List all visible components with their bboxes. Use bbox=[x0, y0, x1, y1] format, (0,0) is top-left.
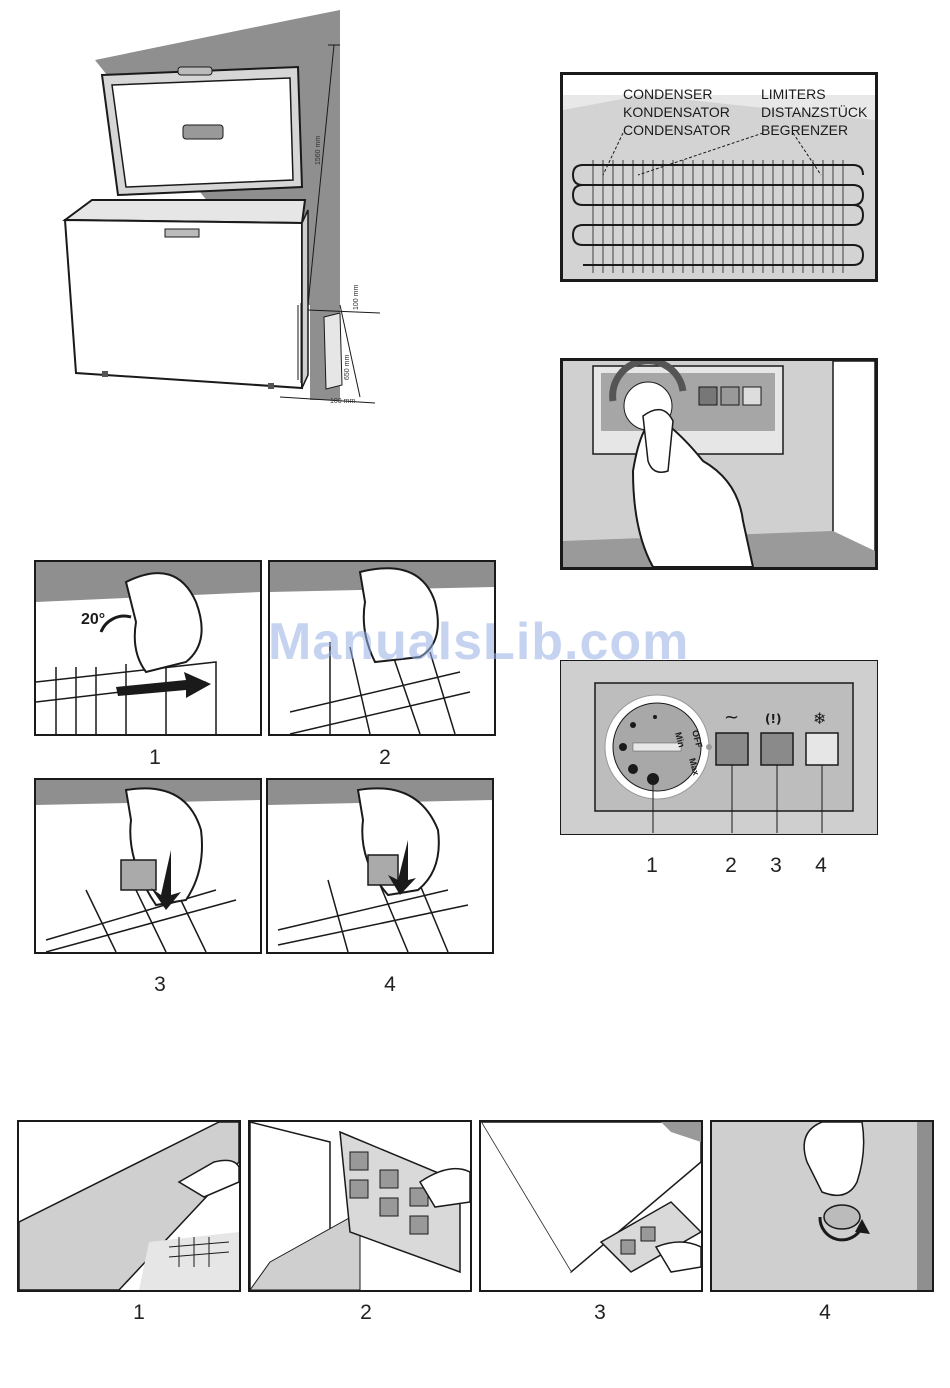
limiters-label-2: DISTANZSTÜCK bbox=[761, 103, 868, 120]
condenser-panel: CONDENSER KONDENSATOR CONDENSATOR LIMITE… bbox=[560, 72, 878, 282]
dim-top-gap: 100 mm bbox=[353, 285, 360, 310]
dim-height: 1560 mm bbox=[315, 136, 322, 165]
basket-step-3-panel bbox=[34, 778, 262, 954]
alarm-light bbox=[761, 733, 793, 765]
power-symbol: ~ bbox=[724, 707, 739, 728]
control-panel: Min OFF Max ~ (!) ❄ bbox=[560, 660, 878, 835]
control-number-2: 2 bbox=[711, 854, 751, 878]
angle-label: 20° bbox=[81, 611, 105, 628]
bottom-step-number-3: 3 bbox=[580, 1301, 620, 1325]
basket-step-number-4: 4 bbox=[370, 973, 410, 997]
basket-step-1-panel: 20° bbox=[34, 560, 262, 736]
freezer-figure: 1560 mm 100 mm 650 mm 100 mm bbox=[40, 5, 400, 415]
basket-step-number-3: 3 bbox=[140, 973, 180, 997]
control-number-4: 4 bbox=[801, 854, 841, 878]
bottom-step-1-panel bbox=[17, 1120, 241, 1292]
condenser-label-2: KONDENSATOR bbox=[623, 104, 730, 120]
dial-hand-panel bbox=[560, 358, 878, 570]
limiters-label-1: LIMITERS bbox=[761, 86, 826, 102]
condenser-illustration: CONDENSER KONDENSATOR CONDENSATOR LIMITE… bbox=[563, 75, 875, 279]
basket-step-number-2: 2 bbox=[365, 746, 405, 770]
basket-step-number-1: 1 bbox=[135, 746, 175, 770]
snowflake-icon: ❄ bbox=[813, 709, 826, 728]
dim-bottom: 100 mm bbox=[330, 398, 355, 405]
limiters-label-3: BEGRENZER bbox=[761, 122, 848, 138]
fast-freeze-button[interactable] bbox=[806, 733, 838, 765]
dial-hand-illustration bbox=[563, 361, 875, 567]
dim-side: 650 mm bbox=[344, 355, 351, 380]
basket-step-4-panel bbox=[266, 778, 494, 954]
bottom-step-number-4: 4 bbox=[805, 1301, 845, 1325]
bottom-step-2-panel bbox=[248, 1120, 472, 1292]
power-light bbox=[716, 733, 748, 765]
condenser-label-1: CONDENSER bbox=[623, 86, 712, 102]
alarm-symbol: (!) bbox=[765, 712, 781, 726]
watermark: ManualsLib.com bbox=[268, 612, 689, 672]
control-number-3: 3 bbox=[756, 854, 796, 878]
bottom-step-number-1: 1 bbox=[119, 1301, 159, 1325]
bottom-step-4-panel bbox=[710, 1120, 934, 1292]
bottom-step-3-panel bbox=[479, 1120, 703, 1292]
control-number-1: 1 bbox=[632, 854, 672, 878]
freezer-illustration: 1560 mm 100 mm 650 mm 100 mm bbox=[40, 5, 400, 415]
bottom-step-number-2: 2 bbox=[346, 1301, 386, 1325]
condenser-label-3: CONDENSATOR bbox=[623, 122, 731, 138]
